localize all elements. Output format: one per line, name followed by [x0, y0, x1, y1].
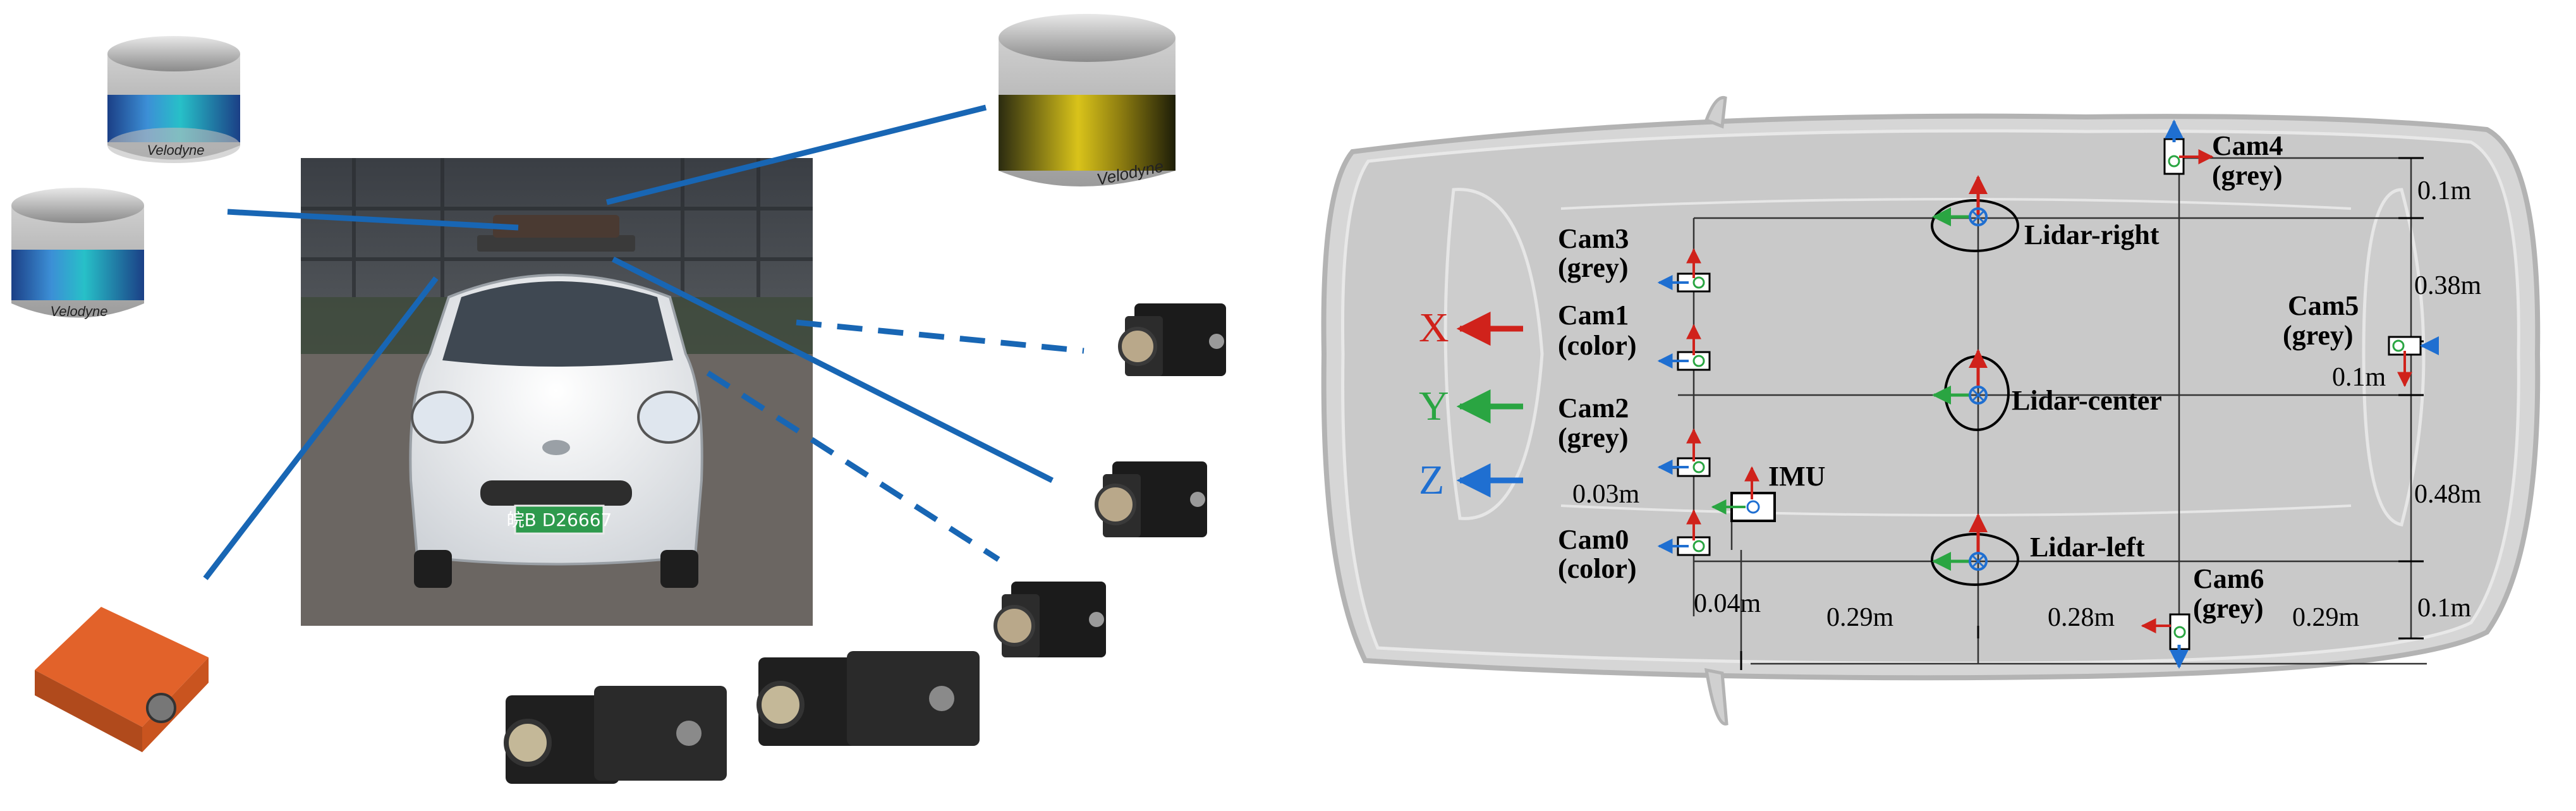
- lidar-icon-3: Velodyne: [999, 14, 1176, 189]
- dim-right-span: 0.38m: [2414, 271, 2482, 300]
- connector-lines: [203, 104, 1084, 580]
- lidar-brand-1: Velodyne: [147, 142, 205, 158]
- legend-x-label: X: [1419, 305, 1449, 351]
- right-panel: X Y Z: [1321, 95, 2541, 726]
- license-plate-text: 皖B D26667: [507, 509, 612, 530]
- cam3-marker: [1657, 248, 1711, 293]
- sensor-labels: Cam3 (grey) Cam1 (color) Cam2 (grey) Cam…: [1558, 130, 2359, 624]
- dim-cam5: 0.1m: [2332, 363, 2386, 392]
- lidar-icon-2: Velodyne: [11, 188, 144, 319]
- connector-camera-low: [706, 370, 1000, 562]
- camera-group-bottom: [504, 651, 980, 784]
- dim-cam6-right: 0.1m: [2417, 594, 2472, 623]
- dim-imu-horiz: 0.04m: [1694, 589, 1761, 618]
- dim-cam6-rear: 0.29m: [2292, 603, 2360, 632]
- imu-icon: [35, 607, 209, 752]
- cam6-name: Cam6: [2193, 563, 2264, 594]
- camera-icon-3: [993, 582, 1106, 657]
- imu-label: IMU: [1768, 461, 1825, 492]
- legend-y-label: Y: [1419, 383, 1449, 429]
- left-panel: 皖B D26667 Velodyne Velodyne: [11, 14, 1226, 784]
- lidar-left-label: Lidar-left: [2030, 532, 2145, 563]
- camera-icon-2: [1095, 461, 1207, 537]
- cam5-type: (grey): [2283, 320, 2354, 351]
- imu-marker: [1711, 466, 1776, 522]
- cam3-name: Cam3: [1558, 223, 1629, 254]
- cam0-type: (color): [1558, 553, 1637, 584]
- cam4-type: (grey): [2212, 160, 2283, 191]
- car-photo: 皖B D26667: [301, 158, 813, 626]
- camera-icon-1: [1118, 303, 1226, 376]
- legend-z-label: Z: [1419, 457, 1444, 503]
- cam4-marker: [2163, 119, 2214, 175]
- lidar-center-label: Lidar-center: [2012, 385, 2162, 416]
- cam0-marker: [1657, 509, 1711, 556]
- cam6-marker: [2141, 613, 2190, 669]
- lidar-right-marker: [1931, 175, 2019, 252]
- cam5-name: Cam5: [2288, 290, 2359, 321]
- connector-lidar-right: [605, 104, 987, 205]
- dim-left-span: 0.48m: [2414, 480, 2482, 509]
- cam0-name: Cam0: [1558, 524, 1629, 555]
- cam1-type: (color): [1558, 330, 1637, 361]
- dim-cam4-top: 0.1m: [2417, 176, 2472, 205]
- lidar-brand-2: Velodyne: [51, 303, 108, 319]
- connector-imu: [203, 276, 439, 580]
- cam1-name: Cam1: [1558, 300, 1629, 331]
- cam6-type: (grey): [2193, 593, 2264, 624]
- dim-lidar-x: 0.29m: [1826, 603, 1894, 632]
- cam1-marker: [1657, 324, 1711, 371]
- dim-cam6-x: 0.28m: [2048, 603, 2115, 632]
- cam4-name: Cam4: [2212, 130, 2283, 161]
- cam3-type: (grey): [1558, 252, 1629, 283]
- connector-camera-mid: [611, 256, 1054, 484]
- lidar-center-marker: [1932, 349, 2010, 431]
- dim-imu-vert: 0.03m: [1572, 480, 1640, 509]
- connector-lidar-left: [227, 209, 519, 231]
- car-top-view: [1321, 95, 2541, 726]
- lidar-right-label: Lidar-right: [2024, 219, 2160, 250]
- cam2-marker: [1657, 428, 1711, 477]
- connector-camera-top: [796, 319, 1084, 354]
- lidar-icon-1: Velodyne: [107, 36, 240, 163]
- cam2-type: (grey): [1558, 422, 1629, 453]
- lidar-left-marker: [1931, 513, 2019, 586]
- cam5-marker: [2388, 336, 2439, 387]
- axis-legend: X Y Z: [1419, 305, 1523, 503]
- dimension-labels: 0.1m 0.38m 0.1m 0.48m 0.1m 0.03m 0.04m 0…: [1572, 176, 2482, 632]
- cam2-name: Cam2: [1558, 393, 1629, 424]
